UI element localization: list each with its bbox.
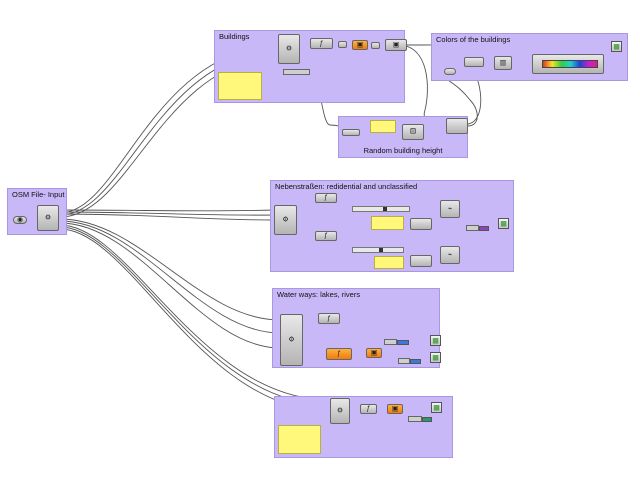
extrude-icon: ▣ [356, 41, 364, 49]
osm-component-icon: ⚙ [44, 214, 52, 222]
bottom-extrude[interactable]: ▣ [387, 404, 403, 414]
buildings-preview[interactable]: ▦ [611, 41, 622, 52]
buildings-value-param[interactable] [283, 69, 310, 75]
random-output[interactable] [446, 118, 468, 134]
group-title: Random building height [363, 146, 443, 155]
nebenstrassen-slider-1[interactable] [352, 206, 410, 212]
bottom-material-swatch [422, 417, 432, 422]
nebenstrassen-pipe-2[interactable]: ⌁ [440, 246, 460, 264]
nebenstrassen-osm-component[interactable]: ⚙ [274, 205, 297, 235]
extrude-icon: ▣ [391, 405, 399, 413]
water-material-param-1[interactable] [384, 339, 397, 345]
file-path-icon: ◉ [16, 216, 24, 224]
water-material-param-2[interactable] [398, 358, 410, 364]
group-title: Buildings [219, 32, 250, 41]
osm-component-icon: ⚙ [336, 407, 344, 415]
bottom-osm-component[interactable]: ⚙ [330, 398, 350, 424]
water-osm-component[interactable]: ⚙ [280, 314, 303, 366]
nebenstrassen-expression-2[interactable]: ƒ [315, 231, 337, 241]
osm-component-icon: ⚙ [282, 216, 289, 224]
slider-knob[interactable] [383, 207, 387, 211]
water-preview-1[interactable]: ▦ [430, 335, 441, 346]
colors-gradient[interactable]: ▥ [494, 56, 512, 70]
colors-range[interactable] [464, 57, 484, 67]
expression-icon: ƒ [319, 40, 324, 47]
expression-icon: ƒ [366, 405, 371, 413]
extrude-icon: ▣ [370, 349, 378, 357]
water-expression-selected[interactable]: ƒ [326, 348, 352, 360]
bottom-panel[interactable] [278, 425, 321, 454]
expression-icon: ƒ [324, 194, 328, 202]
extrude-icon: ⌁ [447, 205, 453, 213]
osm-parser-component[interactable]: ⚙ [37, 205, 59, 231]
buildings-expression[interactable]: ƒ [310, 38, 333, 49]
bottom-preview[interactable]: ▦ [431, 402, 442, 413]
group-title: Colors of the buildings [436, 35, 511, 44]
water-material-swatch-1 [397, 340, 409, 345]
expression-icon: ƒ [337, 350, 341, 358]
custom-preview-icon: ▦ [432, 354, 439, 361]
buildings-relay[interactable] [371, 42, 380, 49]
custom-preview-icon: ▦ [433, 404, 440, 411]
expression-icon: ƒ [327, 315, 331, 322]
buildings-panel[interactable] [218, 72, 262, 100]
group-title: Water ways: lakes, rivers [277, 290, 361, 299]
nebenstrassen-panel-1[interactable] [371, 216, 404, 230]
random-range-panel[interactable] [370, 120, 396, 133]
nebenstrassen-preview[interactable]: ▦ [498, 218, 509, 229]
buildings-extrude[interactable]: ▣ [352, 40, 368, 50]
slider-knob[interactable] [379, 248, 383, 252]
gradient-param[interactable] [444, 68, 456, 75]
custom-preview-icon: ▦ [613, 43, 620, 50]
buildings-osm-component[interactable]: ⚙ [278, 34, 300, 64]
water-expression[interactable]: ƒ [318, 313, 340, 324]
nebenstrassen-material-swatch [479, 226, 489, 231]
gradient-icon: ▥ [499, 59, 507, 67]
nebenstrassen-pipe-1[interactable]: ⌁ [440, 200, 460, 218]
color-gradient-swatch [542, 60, 598, 68]
buildings-output[interactable]: ▣ [385, 39, 407, 51]
file-path-param[interactable]: ◉ [13, 216, 27, 224]
nebenstrassen-material-param[interactable] [466, 225, 479, 231]
water-material-swatch-2 [410, 359, 421, 364]
group-title: OSM File- Input [12, 190, 65, 199]
water-preview-2[interactable]: ▦ [430, 352, 441, 363]
nebenstrassen-panel-2[interactable] [374, 256, 404, 269]
random-icon: ⚄ [409, 128, 417, 136]
nebenstrassen-slider-2[interactable] [352, 247, 404, 253]
random-seed-param[interactable] [342, 129, 360, 136]
custom-preview-icon: ▦ [432, 337, 439, 344]
random-component[interactable]: ⚄ [402, 124, 424, 140]
extrude-icon: ⌁ [447, 251, 453, 259]
osm-component-icon: ⚙ [288, 336, 295, 344]
nebenstrassen-multiply-2[interactable] [410, 255, 432, 267]
osm-component-icon: ⚙ [285, 45, 293, 53]
extrude-icon: ▣ [392, 41, 400, 49]
expression-icon: ƒ [324, 232, 328, 240]
bottom-material-param[interactable] [408, 416, 422, 422]
buildings-toggle[interactable] [338, 41, 347, 48]
nebenstrassen-expression-1[interactable]: ƒ [315, 193, 337, 203]
custom-preview-icon: ▦ [500, 220, 507, 227]
water-extrude[interactable]: ▣ [366, 348, 382, 358]
bottom-expression[interactable]: ƒ [360, 404, 377, 414]
nebenstrassen-multiply-1[interactable] [410, 218, 432, 230]
group-title: Nebenstraßen: redidential and unclassifi… [275, 182, 418, 191]
